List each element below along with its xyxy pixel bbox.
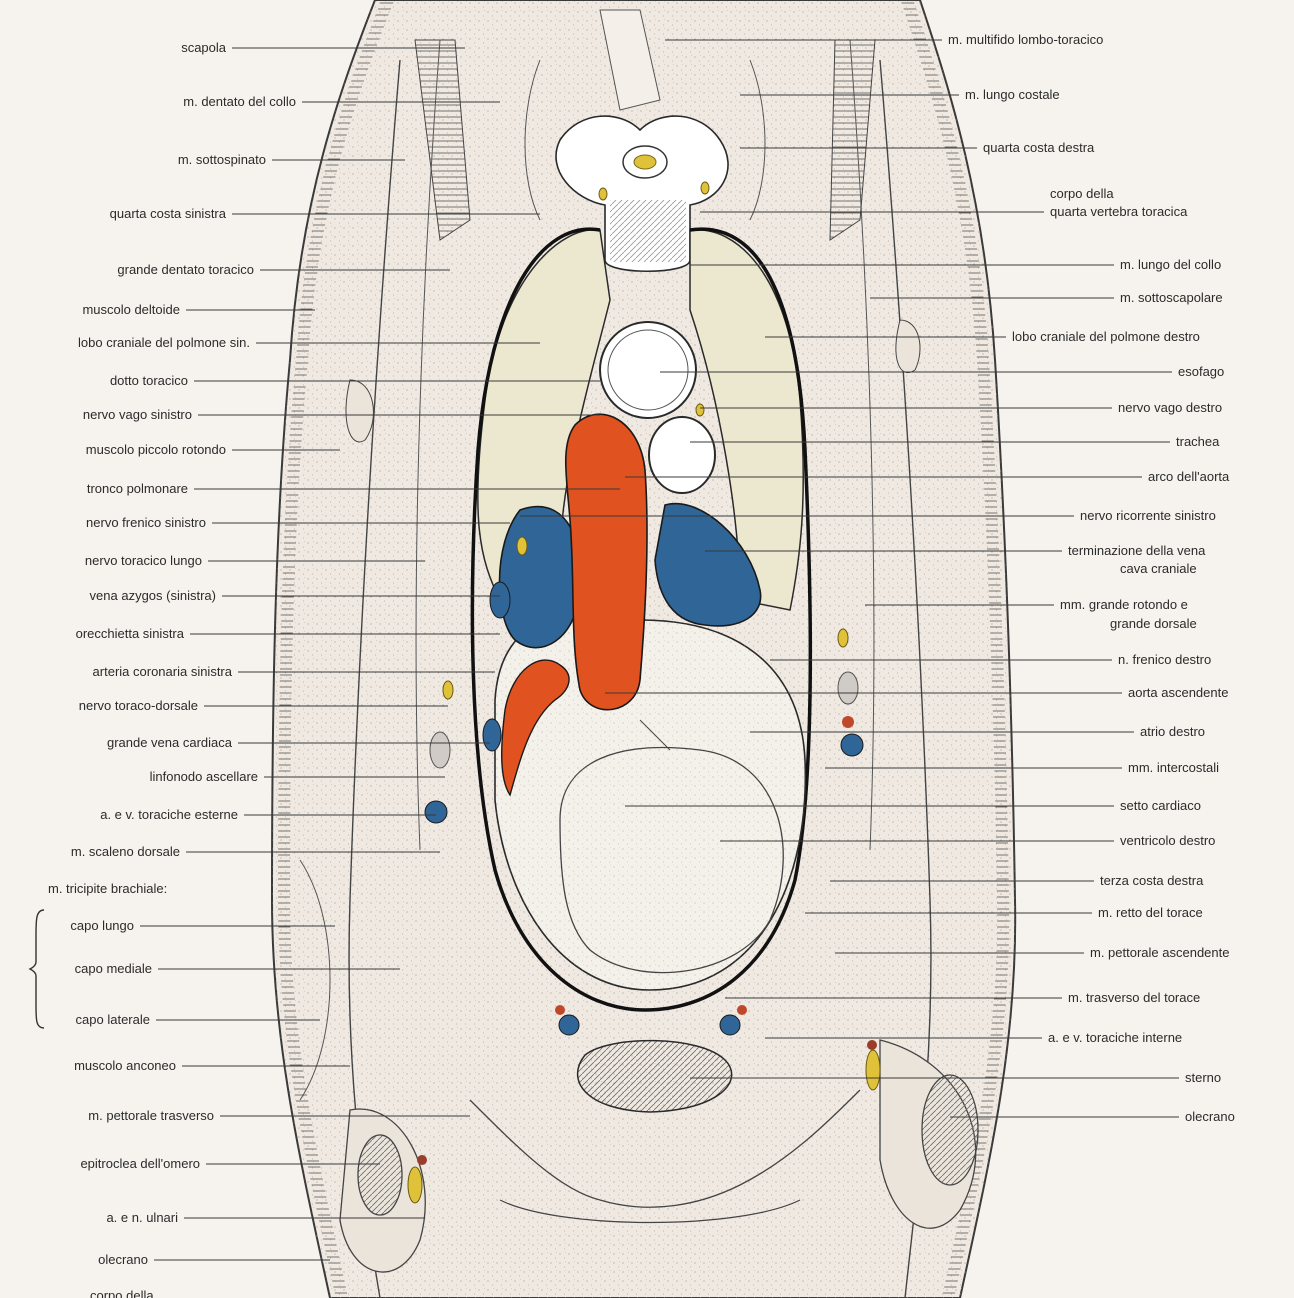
label-left-2: m. sottospinato <box>178 152 266 167</box>
label-right-11: arco dell'aorta <box>1148 469 1230 484</box>
label-right-5: m. lungo del collo <box>1120 257 1221 272</box>
label-right-29: olecrano <box>1185 1109 1235 1124</box>
label-right-3: corpo della <box>1050 186 1114 201</box>
label-left-9: muscolo piccolo rotondo <box>86 442 226 457</box>
label-right-28: sterno <box>1185 1070 1221 1085</box>
label-left-7: dotto toracico <box>110 373 188 388</box>
label-left-17: grande vena cardiaca <box>107 735 233 750</box>
esophagus <box>600 322 696 418</box>
label-right-8: esofago <box>1178 364 1224 379</box>
label-left-0: scapola <box>181 40 227 55</box>
label-left-5: muscolo deltoide <box>82 302 180 317</box>
label-left-29: olecrano <box>98 1252 148 1267</box>
label-right-27: a. e v. toraciche interne <box>1048 1030 1182 1045</box>
label-right-23: terza costa destra <box>1100 873 1204 888</box>
label-left-1: m. dentato del collo <box>183 94 296 109</box>
label-right-16: grande dorsale <box>1110 616 1197 631</box>
label-left-30: corpo della <box>90 1288 154 1298</box>
label-right-4: quarta vertebra toracica <box>1050 204 1188 219</box>
label-left-23: capo mediale <box>75 961 152 976</box>
sternum <box>578 1041 732 1112</box>
label-left-15: arteria coronaria sinistra <box>93 664 233 679</box>
label-right-1: m. lungo costale <box>965 87 1060 102</box>
label-right-15: mm. grande rotondo e <box>1060 597 1188 612</box>
label-left-13: vena azygos (sinistra) <box>90 588 216 603</box>
label-right-24: m. retto del torace <box>1098 905 1203 920</box>
label-left-10: tronco polmonare <box>87 481 188 496</box>
label-right-17: n. frenico destro <box>1118 652 1211 667</box>
label-right-9: nervo vago destro <box>1118 400 1222 415</box>
label-left-11: nervo frenico sinistro <box>86 515 206 530</box>
label-left-20: m. scaleno dorsale <box>71 844 180 859</box>
label-left-8: nervo vago sinistro <box>83 407 192 422</box>
label-left-4: grande dentato toracico <box>117 262 254 277</box>
trachea <box>649 417 715 493</box>
aorta <box>566 414 647 709</box>
label-right-18: aorta ascendente <box>1128 685 1228 700</box>
label-right-10: trachea <box>1176 434 1220 449</box>
label-left-24: capo laterale <box>76 1012 150 1027</box>
label-right-6: m. sottoscapolare <box>1120 290 1223 305</box>
label-right-7: lobo craniale del polmone destro <box>1012 329 1200 344</box>
label-right-2: quarta costa destra <box>983 140 1095 155</box>
label-left-14: orecchietta sinistra <box>76 626 185 641</box>
label-left-16: nervo toraco-dorsale <box>79 698 198 713</box>
label-right-20: mm. intercostali <box>1128 760 1219 775</box>
left-vein-mass <box>499 507 580 648</box>
label-left-21: m. tricipite brachiale: <box>48 881 167 896</box>
label-right-0: m. multifido lombo-toracico <box>948 32 1103 47</box>
label-right-25: m. pettorale ascendente <box>1090 945 1229 960</box>
label-left-19: a. e v. toraciche esterne <box>100 807 238 822</box>
label-left-26: m. pettorale trasverso <box>88 1108 214 1123</box>
label-left-28: a. e n. ulnari <box>106 1210 178 1225</box>
label-left-22: capo lungo <box>70 918 134 933</box>
label-right-21: setto cardiaco <box>1120 798 1201 813</box>
label-right-26: m. trasverso del torace <box>1068 990 1200 1005</box>
label-left-3: quarta costa sinistra <box>110 206 227 221</box>
label-left-27: epitroclea dell'omero <box>80 1156 200 1171</box>
label-right-19: atrio destro <box>1140 724 1205 739</box>
triceps-bracket <box>30 910 44 1028</box>
label-left-12: nervo toracico lungo <box>85 553 202 568</box>
label-right-22: ventricolo destro <box>1120 833 1215 848</box>
label-left-6: lobo craniale del polmone sin. <box>78 335 250 350</box>
label-right-14: cava craniale <box>1120 561 1197 576</box>
label-right-12: nervo ricorrente sinistro <box>1080 508 1216 523</box>
label-left-18: linfonodo ascellare <box>150 769 258 784</box>
label-left-25: muscolo anconeo <box>74 1058 176 1073</box>
label-right-13: terminazione della vena <box>1068 543 1206 558</box>
